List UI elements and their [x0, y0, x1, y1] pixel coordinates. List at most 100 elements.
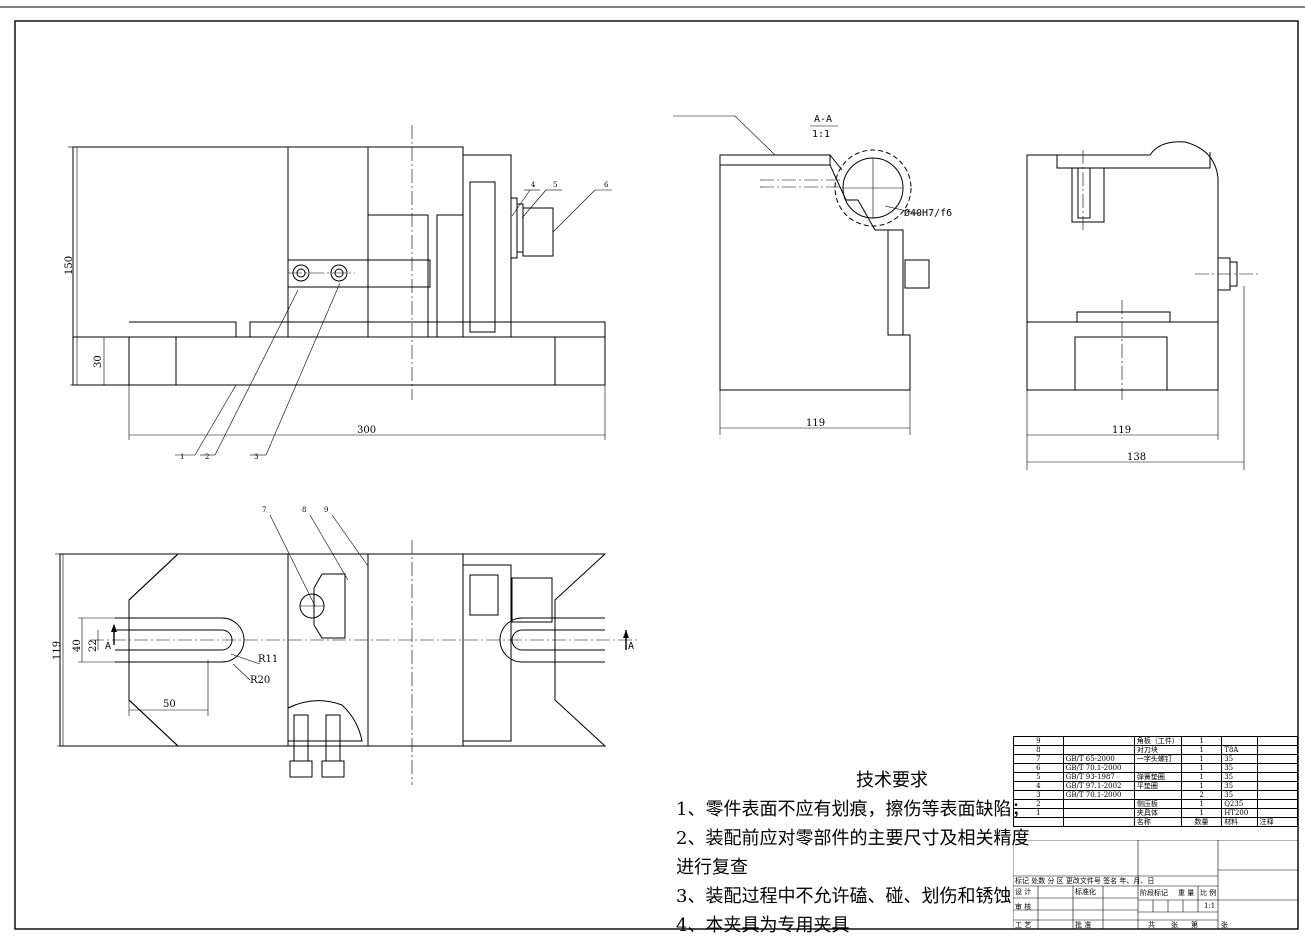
- bom-cell-name: 角板（工件）: [1133, 736, 1182, 746]
- tb-standard: 标准化: [1075, 888, 1096, 896]
- bom-cell-qty: 1: [1180, 754, 1223, 764]
- tb-review: 审 核: [1015, 903, 1032, 911]
- dim-150: 150: [64, 256, 75, 275]
- balloon-3: 3: [254, 453, 258, 461]
- tb-sheets: 张: [1171, 921, 1178, 929]
- tb-stage: 阶段标记: [1140, 889, 1168, 897]
- bom-row: 9 角板（工件）1: [1013, 736, 1299, 746]
- bom-cell-name: 一字头螺钉: [1133, 754, 1182, 764]
- bom-header-row: 名称数量材料注释: [1013, 817, 1299, 827]
- tech-line-4: 4、本夹具为专用夹具: [676, 915, 850, 936]
- bom-cell-mat: 35: [1221, 781, 1258, 791]
- side-view: [1026, 141, 1258, 470]
- dim-side-138: 138: [1127, 452, 1146, 463]
- tech-line-1: 1、零件表面不应有划痕，擦伤等表面缺陷；: [676, 799, 1030, 820]
- balloon-8: 8: [302, 506, 306, 514]
- dim-section-119: 119: [806, 418, 825, 429]
- tb-design: 设 计: [1015, 888, 1032, 896]
- tb-sheet-no: 第: [1191, 921, 1198, 929]
- drawing-frame: [14, 20, 1299, 930]
- bom-cell-name: 对刀块: [1133, 745, 1182, 755]
- dim-300: 300: [357, 425, 376, 436]
- balloon-5: 5: [553, 181, 557, 189]
- balloon-9: 9: [324, 506, 328, 514]
- top-view: [55, 514, 640, 785]
- dim-r11: R11: [258, 654, 278, 665]
- tech-title: 技术要求: [856, 770, 928, 791]
- section-scale: 1:1: [812, 129, 830, 140]
- balloon-6: 6: [604, 181, 609, 189]
- bom-cell-mat: 35: [1221, 790, 1258, 800]
- tech-line-3: 3、装配过程中不允许磕、碰、划伤和锈蚀: [676, 886, 1012, 907]
- dim-top-40: 40: [72, 639, 83, 652]
- bom-cell-note: [1256, 745, 1299, 755]
- title-block: 标记 处数 分 区 更改文件号 签名 年、月、日 设 计 标准化 审 核 工 艺…: [1013, 840, 1298, 929]
- bom-cell-std: [1062, 736, 1135, 746]
- tb-total: 共: [1148, 921, 1155, 929]
- bom-cell-qty: 1: [1180, 781, 1223, 791]
- tb-sheet-end: 张: [1221, 921, 1228, 929]
- tb-scale-label: 比 例: [1200, 889, 1217, 897]
- tb-revision-row: 标记 处数 分 区 更改文件号 签名 年、月、日: [1015, 877, 1155, 885]
- fit-label: Ø40H7/f6: [904, 207, 952, 219]
- bom-cell-std: [1062, 817, 1135, 827]
- bom-cell-no: 9: [1013, 736, 1064, 746]
- bom-cell-note: [1256, 736, 1299, 746]
- bom-cell-mat: 35: [1221, 763, 1258, 773]
- arrow-label-right: A: [628, 641, 634, 652]
- technical-requirements: 技术要求 1、零件表面不应有划痕，擦伤等表面缺陷； 2、装配前应对零部件的主要尺…: [676, 766, 1146, 940]
- balloon-7: 7: [262, 506, 266, 514]
- front-view: [68, 125, 612, 456]
- bom-cell-note: [1256, 790, 1299, 800]
- bom-cell-mat: Q235: [1221, 799, 1258, 809]
- dim-top-22: 22: [88, 639, 99, 652]
- tb-craft: 工 艺: [1015, 921, 1032, 929]
- bom-cell-note: [1256, 772, 1299, 782]
- tech-line-2: 2、装配前应对零部件的主要尺寸及相关精度: [676, 828, 1030, 849]
- bom-cell-note: [1256, 808, 1299, 818]
- tb-approve: 批 准: [1075, 921, 1092, 929]
- bom-cell-qty: 数量: [1180, 817, 1223, 827]
- title-block-grid: [1013, 840, 1298, 929]
- bom-cell-mat: 35: [1221, 772, 1258, 782]
- bom-cell-std: GB/T 65-2000: [1062, 754, 1135, 764]
- tech-line-2b: 进行复查: [676, 857, 748, 878]
- bom-cell-note: [1256, 799, 1299, 809]
- bom-cell-mat: HT200: [1221, 808, 1258, 818]
- bom-cell-no: 7: [1013, 754, 1064, 764]
- bom-cell-qty: 2: [1180, 790, 1223, 800]
- section-view: [673, 115, 930, 435]
- dim-top-50: 50: [163, 699, 176, 710]
- balloon-2: 2: [205, 453, 209, 461]
- dim-30: 30: [93, 355, 104, 368]
- tb-weight: 重 量: [1178, 889, 1195, 897]
- balloon-4: 4: [531, 181, 536, 189]
- bom-cell-qty: 1: [1180, 745, 1223, 755]
- bom-cell-note: [1256, 781, 1299, 791]
- arrow-label-left: A: [105, 641, 111, 652]
- tb-scale-value: 1:1: [1204, 902, 1216, 910]
- bom-cell-mat: T8A: [1221, 745, 1258, 755]
- bom-cell-qty: 1: [1180, 772, 1223, 782]
- bom-cell-note: 注释: [1256, 817, 1299, 827]
- bom-cell-qty: 1: [1180, 799, 1223, 809]
- bom-cell-mat: [1221, 736, 1258, 746]
- bom-cell-qty: 1: [1180, 808, 1223, 818]
- dim-side-119: 119: [1112, 425, 1131, 436]
- bom-cell-qty: 1: [1180, 736, 1223, 746]
- bom-cell-no: 8: [1013, 745, 1064, 755]
- bom-cell-mat: 材料: [1221, 817, 1258, 827]
- section-title: A-A: [814, 114, 832, 125]
- bom-cell-std: [1062, 745, 1135, 755]
- dim-r20: R20: [250, 675, 270, 686]
- dim-top-119: 119: [52, 641, 63, 660]
- bom-cell-note: [1256, 763, 1299, 773]
- bom-cell-mat: 35: [1221, 754, 1258, 764]
- balloon-1: 1: [180, 453, 184, 461]
- bom-cell-note: [1256, 754, 1299, 764]
